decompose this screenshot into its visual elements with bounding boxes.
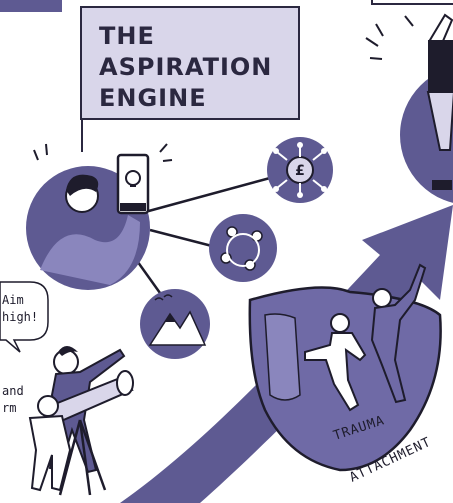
mountain-circle	[140, 289, 210, 359]
cutoff-line-2: rm	[2, 401, 17, 415]
title-line-engine: ENGINE	[99, 84, 207, 112]
cutoff-line-1: and	[2, 384, 24, 398]
telescope-people	[28, 346, 134, 496]
speech-line-2: high!	[2, 310, 39, 324]
speech-line-1: Aim	[2, 293, 24, 307]
helping-figures	[304, 263, 427, 412]
top-right-frame	[371, 0, 453, 5]
community-circle	[209, 214, 277, 282]
celebrating-person	[365, 13, 453, 203]
title-line-aspiration: ASPIRATION	[99, 53, 273, 81]
aspiration-road	[120, 205, 453, 503]
corner-tab	[0, 0, 62, 12]
title-line-the: THE	[99, 22, 155, 50]
money-network-circle	[267, 137, 333, 203]
phone-person	[26, 143, 173, 290]
pound-symbol: £	[295, 163, 305, 179]
title-box: THE ASPIRATION ENGINE	[80, 6, 300, 120]
speech-bubble	[0, 281, 49, 353]
